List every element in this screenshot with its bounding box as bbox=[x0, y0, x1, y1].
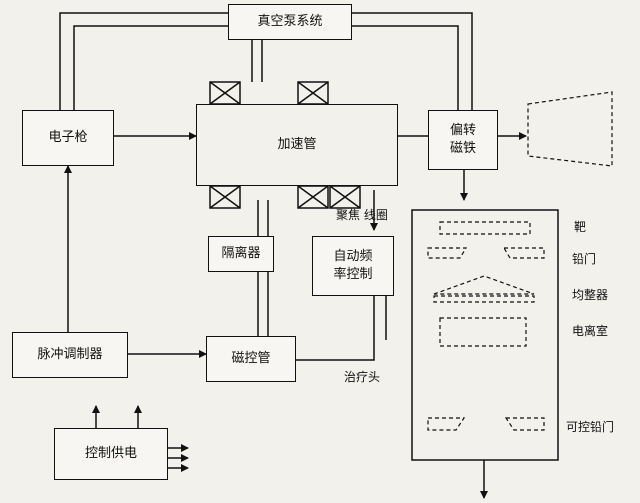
flattening-base bbox=[433, 295, 535, 303]
pulse-modulator-block: 脉冲调制器 bbox=[12, 332, 128, 378]
afc-link bbox=[296, 296, 375, 361]
ctrl-lead-gate-left bbox=[427, 417, 466, 431]
isolator-label: 隔离器 bbox=[221, 246, 261, 262]
vacuum-pipe-mid bbox=[251, 40, 263, 82]
ctrl-lead-gate-right bbox=[504, 417, 545, 431]
treatment-head-label: 治疗头 bbox=[344, 370, 381, 384]
bending-magnet-label: 偏转 磁铁 bbox=[449, 123, 476, 156]
target-label: 靶 bbox=[574, 220, 587, 234]
control-power-block: 控制供电 bbox=[54, 428, 168, 480]
flattening-filter bbox=[433, 275, 535, 295]
electron-gun-label: 电子枪 bbox=[48, 130, 88, 146]
afc-label: 自动频 率控制 bbox=[333, 249, 373, 282]
controllable-lead-gate-label: 可控铅门 bbox=[566, 420, 615, 434]
focus-coil-label: 聚焦 线圈 bbox=[336, 208, 388, 222]
vacuum-pipe-left-inner bbox=[73, 25, 228, 110]
vacuum-pipe-left-outer bbox=[59, 12, 228, 110]
lead-gate-right bbox=[502, 247, 545, 259]
pulse-modulator-label: 脉冲调制器 bbox=[37, 347, 103, 363]
coil-bottom-2 bbox=[297, 185, 329, 209]
vacuum-pipe-right-outer bbox=[352, 12, 473, 110]
bending-magnet-block: 偏转 磁铁 bbox=[428, 110, 498, 170]
vacuum-pump-block: 真空泵系统 bbox=[228, 4, 352, 40]
beam-cone bbox=[527, 91, 613, 167]
accelerator-tube-block: 加速管 bbox=[196, 104, 398, 186]
treatment-head-box bbox=[411, 209, 559, 461]
target-shape bbox=[439, 221, 531, 235]
electron-gun-block: 电子枪 bbox=[22, 110, 114, 166]
magnetron-label: 磁控管 bbox=[231, 351, 271, 367]
lead-gate-label: 铅门 bbox=[572, 252, 597, 266]
magnetron-block: 磁控管 bbox=[206, 336, 296, 382]
control-power-label: 控制供电 bbox=[84, 446, 137, 462]
ionization-chamber-label: 电离室 bbox=[572, 324, 609, 338]
isolator-block: 隔离器 bbox=[208, 236, 274, 272]
coil-bottom-1 bbox=[209, 185, 241, 209]
ionization-chamber-shape bbox=[439, 317, 527, 347]
afc-block: 自动频 率控制 bbox=[312, 236, 394, 296]
coil-bottom-3 bbox=[329, 185, 361, 209]
vacuum-pump-label: 真空泵系统 bbox=[257, 14, 323, 30]
accelerator-tube-label: 加速管 bbox=[277, 137, 317, 153]
vacuum-pipe-right-inner bbox=[352, 25, 459, 110]
lead-gate-left bbox=[427, 247, 468, 259]
waveguide bbox=[257, 200, 269, 336]
flattening-filter-label: 均整器 bbox=[572, 288, 609, 302]
